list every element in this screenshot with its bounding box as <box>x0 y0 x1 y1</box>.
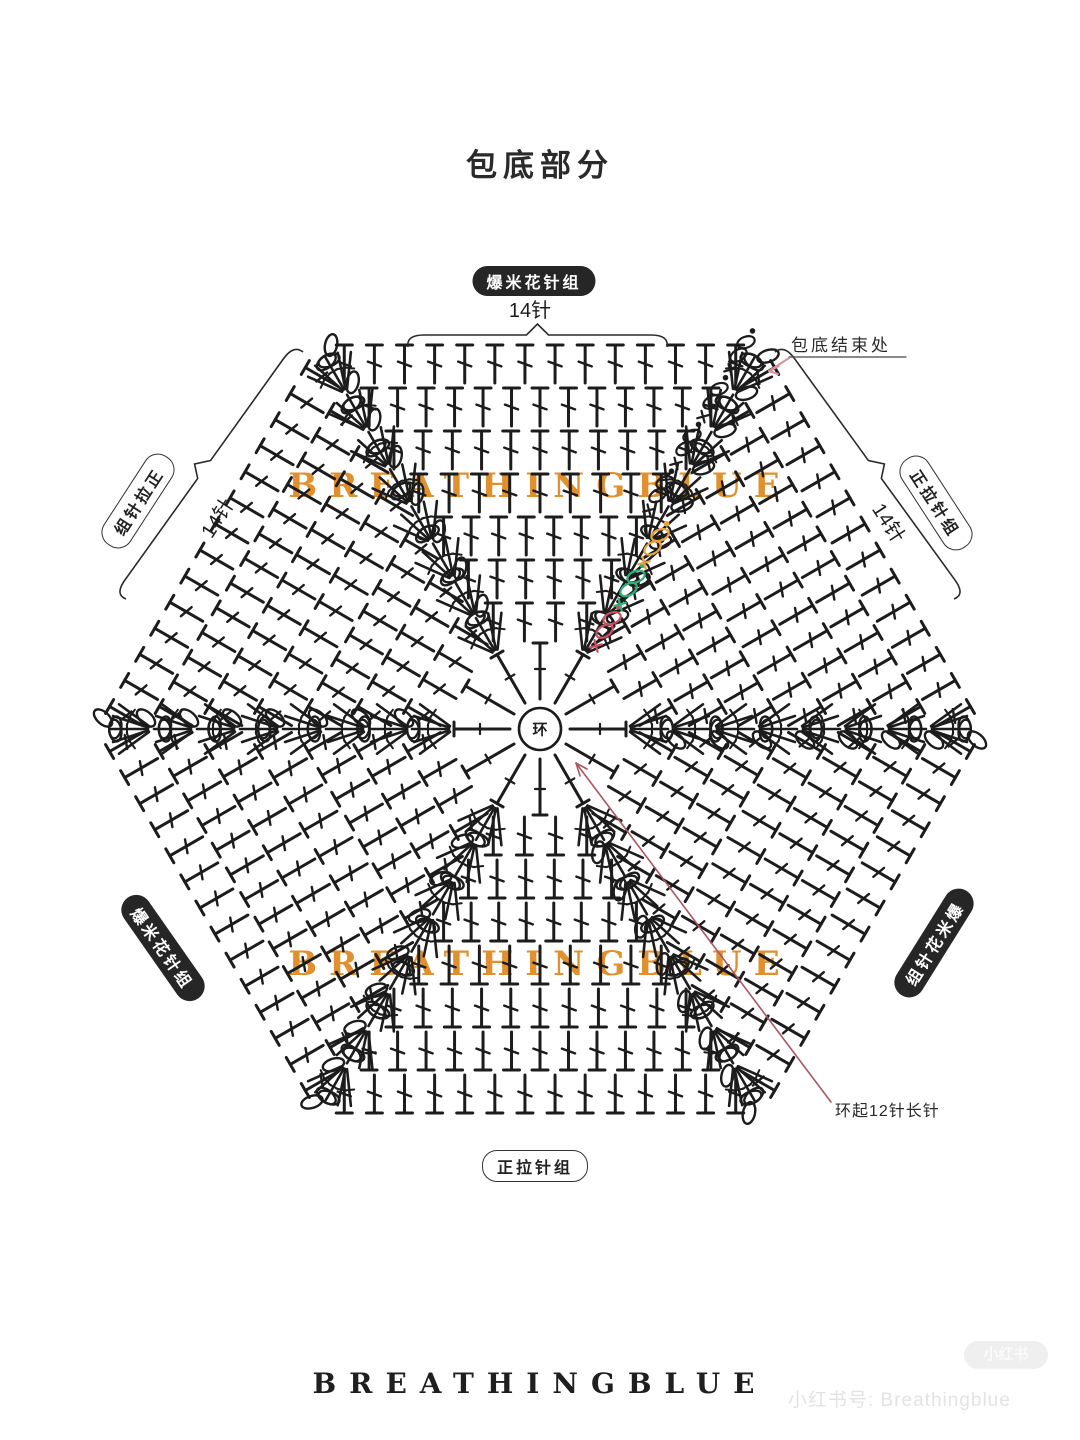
footer-brand: BREATHINGBLUE <box>312 1367 768 1400</box>
xiaohongshu-id: 小红书号: Breathingblue <box>788 1390 1011 1411</box>
xiaohongshu-badge: 小红书 <box>964 1341 1048 1369</box>
note-bag-bottom-end: 包底结束处 <box>791 336 891 355</box>
page-title: 包底部分 <box>466 148 614 183</box>
note-ring-start-12dc: 环起12针长针 <box>835 1103 940 1120</box>
stitch-count-top: 14针 <box>508 300 552 322</box>
label-popcorn-group-top: 爆米花针组 <box>472 266 596 296</box>
label-front-post-group-bottom: 正拉针组 <box>481 1150 589 1182</box>
center-ring-label: 环 <box>532 721 548 739</box>
